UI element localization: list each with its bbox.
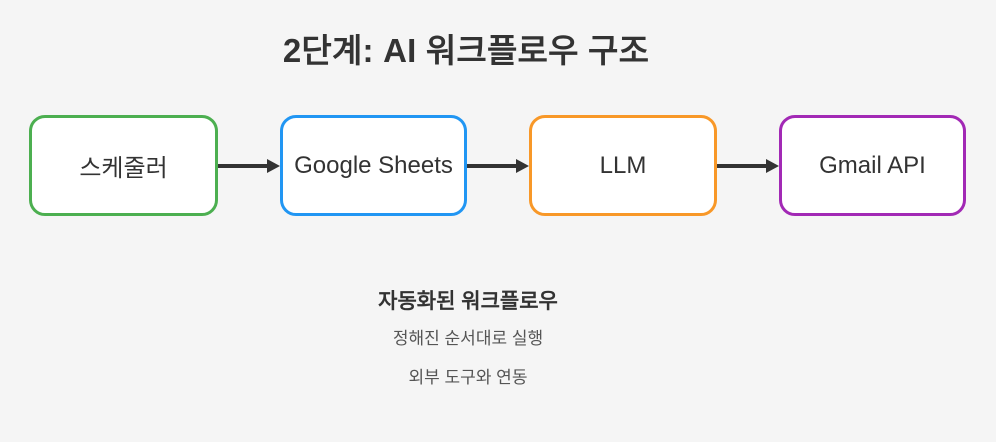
- arrow-shaft: [717, 164, 768, 168]
- node-scheduler: 스케줄러: [29, 115, 218, 216]
- node-llm-label: LLM: [599, 151, 647, 179]
- arrowhead-icon: [766, 158, 779, 173]
- arrowhead-icon: [267, 158, 280, 173]
- node-google-sheets-label: Google Sheets: [294, 151, 453, 179]
- arrowhead-icon: [516, 158, 529, 173]
- flow-arrow-2: [467, 152, 529, 179]
- arrow-shaft: [467, 164, 518, 168]
- node-google-sheets: Google Sheets: [280, 115, 467, 216]
- caption-heading: 자동화된 워크플로우: [378, 290, 558, 313]
- node-llm: LLM: [529, 115, 717, 216]
- caption-line: 정해진 순서대로 실행: [392, 329, 544, 348]
- node-gmail-api: Gmail API: [779, 115, 966, 216]
- flow-arrow-1: [218, 152, 280, 179]
- diagram-title: 2단계: AI 워크플로우 구조: [282, 32, 650, 69]
- node-gmail-api-label: Gmail API: [819, 151, 926, 179]
- caption-line: 외부 도구와 연동: [408, 368, 528, 387]
- flow-arrow-3: [717, 152, 779, 179]
- arrow-shaft: [218, 164, 269, 168]
- node-scheduler-label: 스케줄러: [79, 155, 168, 182]
